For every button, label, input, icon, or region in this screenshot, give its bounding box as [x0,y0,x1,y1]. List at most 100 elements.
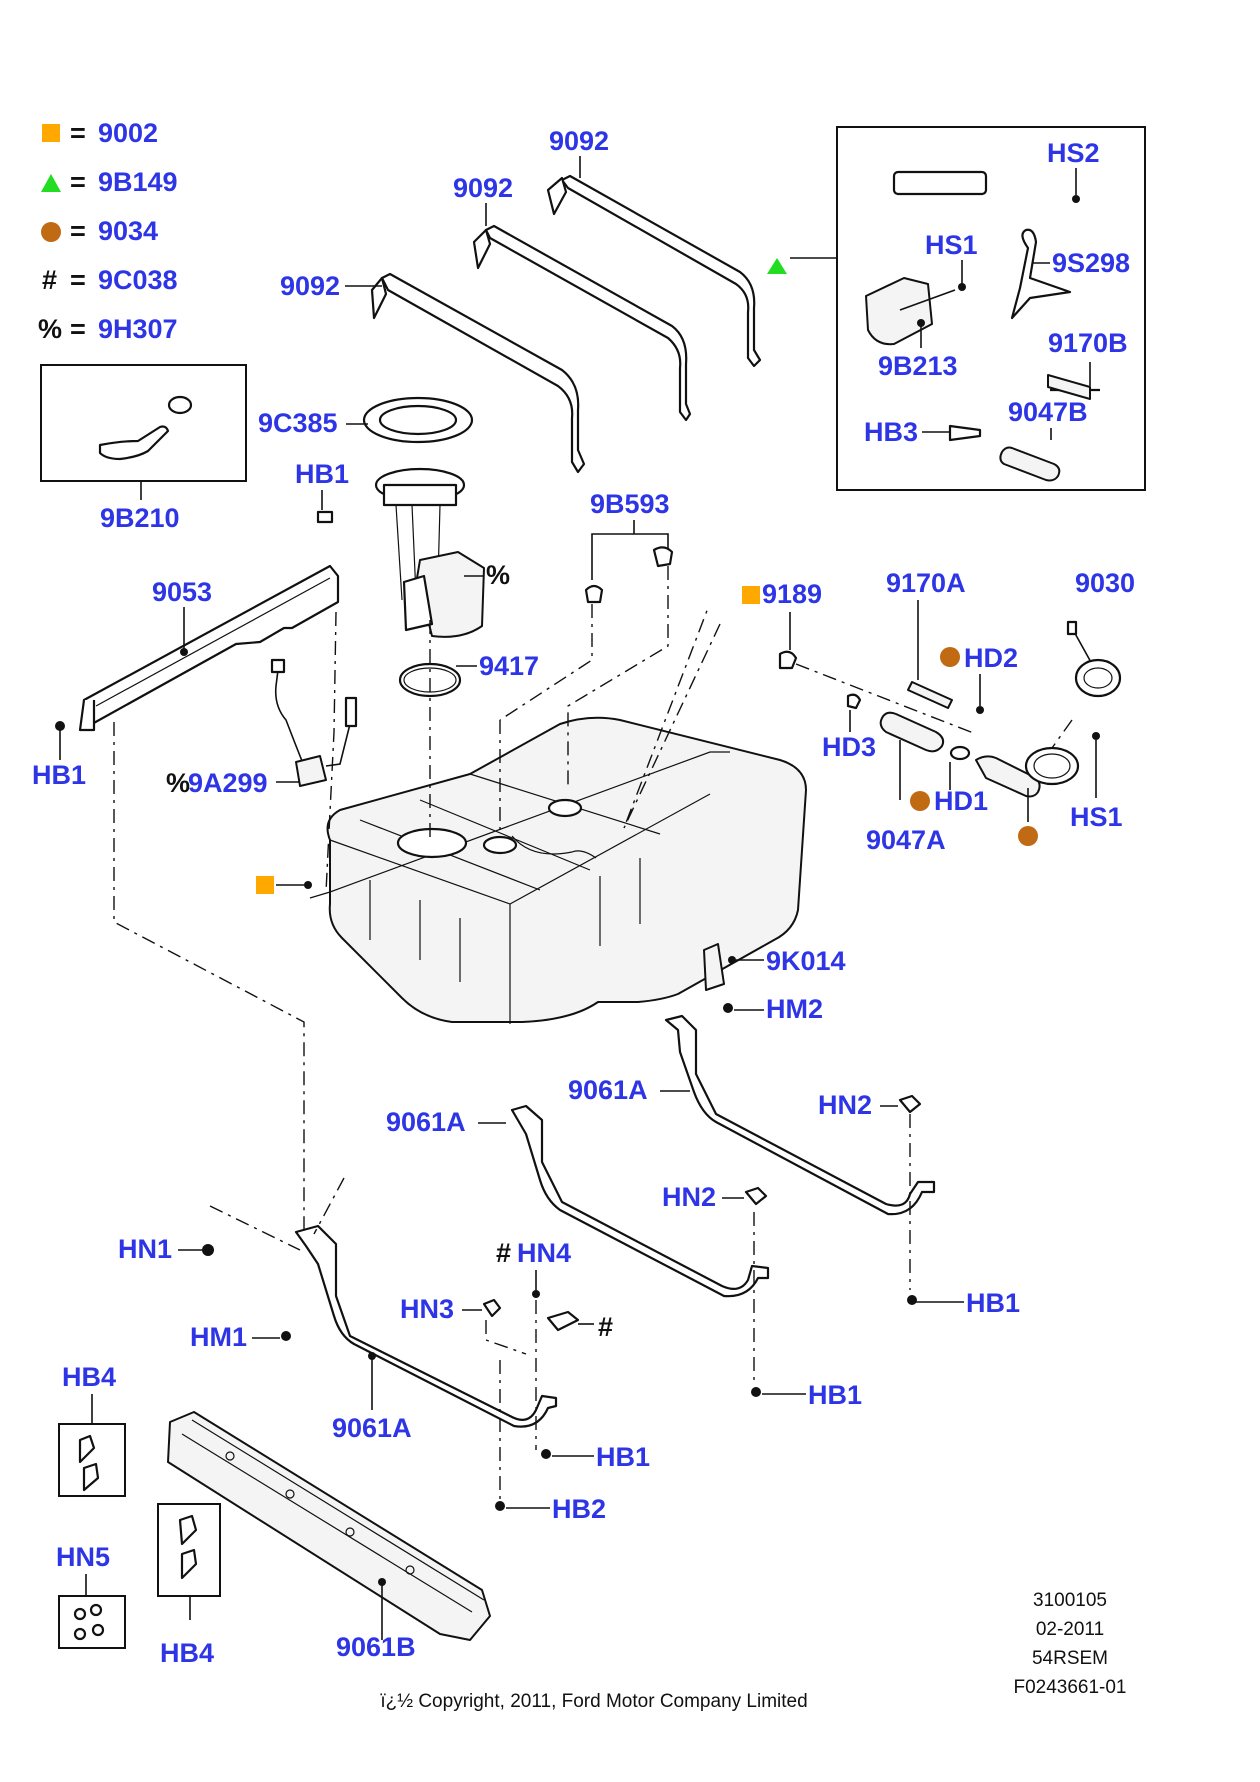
seal-9c385: 9C385 [258,396,474,444]
kit-9b149: HS2 HS1 9B213 9S298 9170B HB3 9047B [767,126,1146,491]
hd1-circle-icon [910,791,930,811]
tank-square-marker [256,876,274,894]
straps-9061a: 9061A 9061A 9061A [294,1014,936,1443]
legend-percent-symbol: % [38,314,62,344]
filler-assembly: 9189 9170A HD2 HD3 9047A HD1 9030 HS1 [742,568,1135,855]
bracket-9s298-icon [1010,228,1072,320]
label-9053: 9053 [152,577,212,607]
label-9a299: 9A299 [188,768,268,798]
label-sensor-percent: % [166,768,190,798]
strap-9092-front [380,272,586,474]
legend-code-9034: 9034 [98,216,158,246]
ring-9417: 9417 [398,651,539,698]
label-hb2: HB2 [552,1494,606,1524]
legend-eq: = [70,314,86,344]
label-hn4-hash: # [496,1238,511,1268]
hb4-hn5-kits: HB4 HN5 HB4 [56,1362,221,1668]
label-9047a: 9047A [866,825,946,855]
label-hd2: HD2 [964,643,1018,673]
label-hb1-right: HB1 [966,1288,1020,1318]
doc-number: 3100105 [1033,1590,1107,1611]
label-hn1: HN1 [118,1234,172,1264]
bolt-hb4-icon [78,1434,96,1464]
mounting-plate-icon [865,277,933,346]
label-hs2: HS2 [1047,138,1100,168]
label-hm1: HM1 [190,1322,247,1352]
label-hb1-left: HB1 [32,760,86,790]
document-info: 3100105 02-2011 54RSEM F0243661-01 ï¿½ C… [380,1590,1126,1712]
bracket-9053: 9053 HB1 [32,564,340,790]
label-hb1-low: HB1 [596,1442,650,1472]
label-9417: 9417 [479,651,539,681]
label-9061b: 9061B [336,1632,416,1662]
label-9170a: 9170A [886,568,966,598]
label-clip-hash: # [598,1312,613,1342]
label-hn2-mid: HN2 [662,1182,716,1212]
label-9061a-right: 9061A [568,1075,648,1105]
label-9030: 9030 [1075,568,1135,598]
legend-square-icon [42,124,60,142]
strap-9092-group: 9092 9092 9092 [280,126,762,474]
hose-elbow-icon [98,425,170,461]
lower-hardware: HN2 HB1 HN2 HB1 HN1 HM1 # HN4 HN3 # HB1 [118,1090,1020,1524]
label-9047b: 9047B [1008,397,1088,427]
label-hm2: HM2 [766,994,823,1024]
legend-triangle-icon [41,174,61,192]
label-hs1-box: HS1 [925,230,978,260]
label-hb1-top: HB1 [295,459,349,489]
kit-triangle-icon [767,258,787,274]
hd2-circle-icon [940,647,960,667]
screw-hb3-icon [948,424,982,442]
hose-clamp-icon [167,395,193,415]
label-hn5: HN5 [56,1542,110,1572]
label-hb3: HB3 [864,417,918,447]
label-9b593: 9B593 [590,489,670,519]
legend-hash-symbol: # [42,265,57,295]
label-9b210: 9B210 [100,503,180,533]
label-9k014: 9K014 [766,946,846,976]
legend-eq: = [70,118,86,148]
label-9189: 9189 [762,579,822,609]
label-9092-c: 9092 [280,271,340,301]
label-9c385: 9C385 [258,408,338,438]
label-9061a-mid: 9061A [386,1107,466,1137]
label-hn4: HN4 [517,1238,571,1268]
label-hs1-right: HS1 [1070,802,1123,832]
label-hn3: HN3 [400,1294,454,1324]
label-9092-a: 9092 [549,126,609,156]
label-hn2-right: HN2 [818,1090,872,1120]
hose-square-marker [742,586,760,604]
legend: = 9002 = 9B149 = 9034 # = 9C038 % = 9H30… [38,118,178,344]
kit-9b210: 9B210 [40,364,247,533]
label-hd1: HD1 [934,786,988,816]
label-9061a-left: 9061A [332,1413,412,1443]
label-pump-percent: % [486,560,510,590]
guide-lines [113,566,1073,1355]
legend-eq: = [70,167,86,197]
fuel-tank [256,716,807,1024]
legend-code-9h307: 9H307 [98,314,178,344]
legend-eq: = [70,265,86,295]
nut-hn5-icon [73,1607,87,1621]
label-9170b: 9170B [1048,328,1128,358]
label-9s298: 9S298 [1052,248,1130,278]
label-hb4-top: HB4 [62,1362,116,1392]
legend-code-9b149: 9B149 [98,167,178,197]
sensor-9a299: % 9A299 [166,658,358,798]
label-hb1-mid: HB1 [808,1380,862,1410]
label-9b213: 9B213 [878,351,958,381]
label-hd3: HD3 [822,732,876,762]
legend-code-9c038: 9C038 [98,265,178,295]
label-9092-b: 9092 [453,173,513,203]
filler-circle-icon [1018,826,1038,846]
doc-code: 54RSEM [1032,1648,1108,1669]
doc-date: 02-2011 [1036,1619,1104,1640]
copyright-notice: ï¿½ Copyright, 2011, Ford Motor Company … [380,1691,807,1712]
legend-circle-icon [41,222,61,242]
shield-9k014: 9K014 HM2 [703,943,846,1024]
legend-eq: = [70,216,86,246]
doc-figure-id: F0243661-01 [1013,1677,1126,1698]
legend-code-9002: 9002 [98,118,158,148]
strap-9092-rear [560,174,762,368]
